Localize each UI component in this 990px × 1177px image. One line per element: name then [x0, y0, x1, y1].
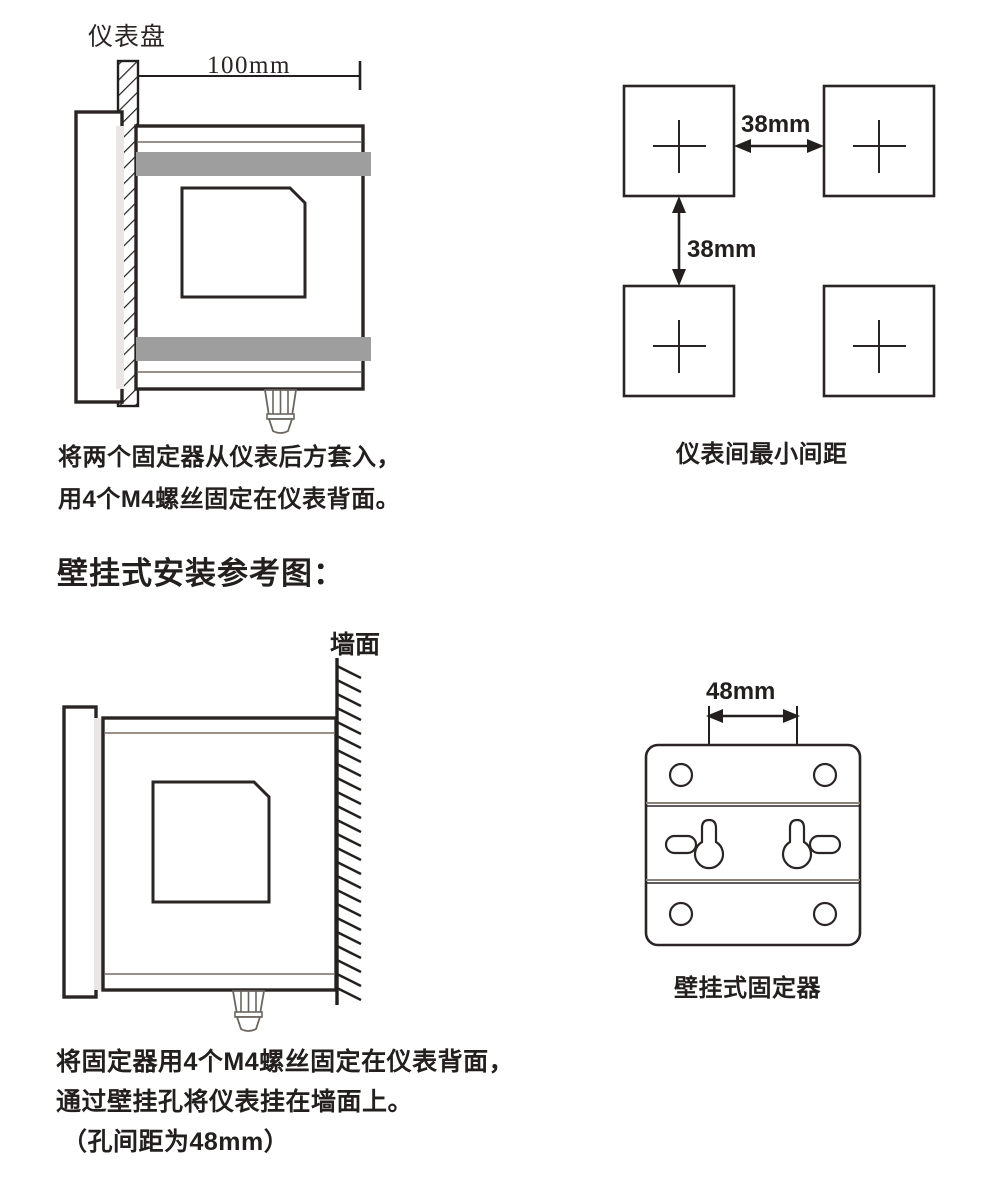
- wall-internal-module: [151, 780, 271, 904]
- panel-mount-caption-line-2: 用4个M4螺丝固定在仪表背面。: [58, 486, 401, 513]
- instrument-unit-top-right: [822, 84, 936, 198]
- vertical-spacing-label: 38mm: [687, 236, 757, 263]
- horizontal-spacing-label: 38mm: [741, 111, 811, 138]
- screw-hole-top-left: [668, 762, 694, 788]
- instrument-unit-top-left: [622, 84, 736, 198]
- panel-label: 仪表盘: [88, 24, 167, 51]
- wall-bracket-drawing: [644, 706, 862, 947]
- depth-dimension-line: [118, 61, 362, 90]
- screw-hole-top-right: [812, 762, 838, 788]
- wall-bracket-caption: 壁挂式固定器: [674, 975, 821, 1002]
- wall-label: 墙面: [330, 631, 381, 659]
- wall-cable-gland: [231, 990, 266, 1032]
- minimum-spacing-diagram: [622, 84, 936, 398]
- instrument-front-bezel: [74, 110, 124, 404]
- panel-mount-side-view: [74, 59, 371, 434]
- horizontal-spacing-arrow: [734, 139, 824, 153]
- upper-bracket-band: [136, 152, 371, 176]
- internal-module: [180, 186, 307, 299]
- wall-mount-section-heading: 壁挂式安装参考图：: [57, 556, 345, 591]
- wall-surface: [335, 658, 362, 1005]
- wall-mount-caption-line-2: 通过壁挂孔将仪表挂在墙面上。: [56, 1088, 414, 1116]
- instrument-unit-bottom-left: [622, 284, 736, 398]
- wall-instrument-front-bezel: [62, 705, 104, 999]
- oblong-slot-left: [664, 834, 698, 855]
- depth-dimension-label: 100mm: [207, 52, 291, 79]
- hole-spacing-label: 48mm: [706, 678, 776, 705]
- bracket-plate: [644, 743, 862, 947]
- panel-mount-caption-line-1: 将两个固定器从仪表后方套入，: [58, 444, 401, 471]
- wall-mount-side-view: [62, 658, 362, 1032]
- vertical-spacing-arrow: [672, 196, 686, 286]
- lower-bracket-band: [136, 337, 371, 361]
- keyhole-slot-left: [693, 818, 725, 870]
- bracket-fold-seams: [646, 802, 860, 884]
- spacing-diagram-caption: 仪表间最小间距: [676, 441, 848, 468]
- screw-hole-bottom-left: [668, 901, 694, 927]
- keyhole-slot-right: [781, 818, 813, 870]
- instrument-unit-bottom-right: [822, 284, 936, 398]
- oblong-slot-right: [808, 834, 842, 855]
- wall-mount-caption-line-1: 将固定器用4个M4螺丝固定在仪表背面，: [56, 1048, 515, 1076]
- cable-gland: [263, 389, 298, 434]
- screw-hole-bottom-right: [812, 901, 838, 927]
- wall-mount-caption-line-3: （孔间距为48mm）: [62, 1128, 290, 1156]
